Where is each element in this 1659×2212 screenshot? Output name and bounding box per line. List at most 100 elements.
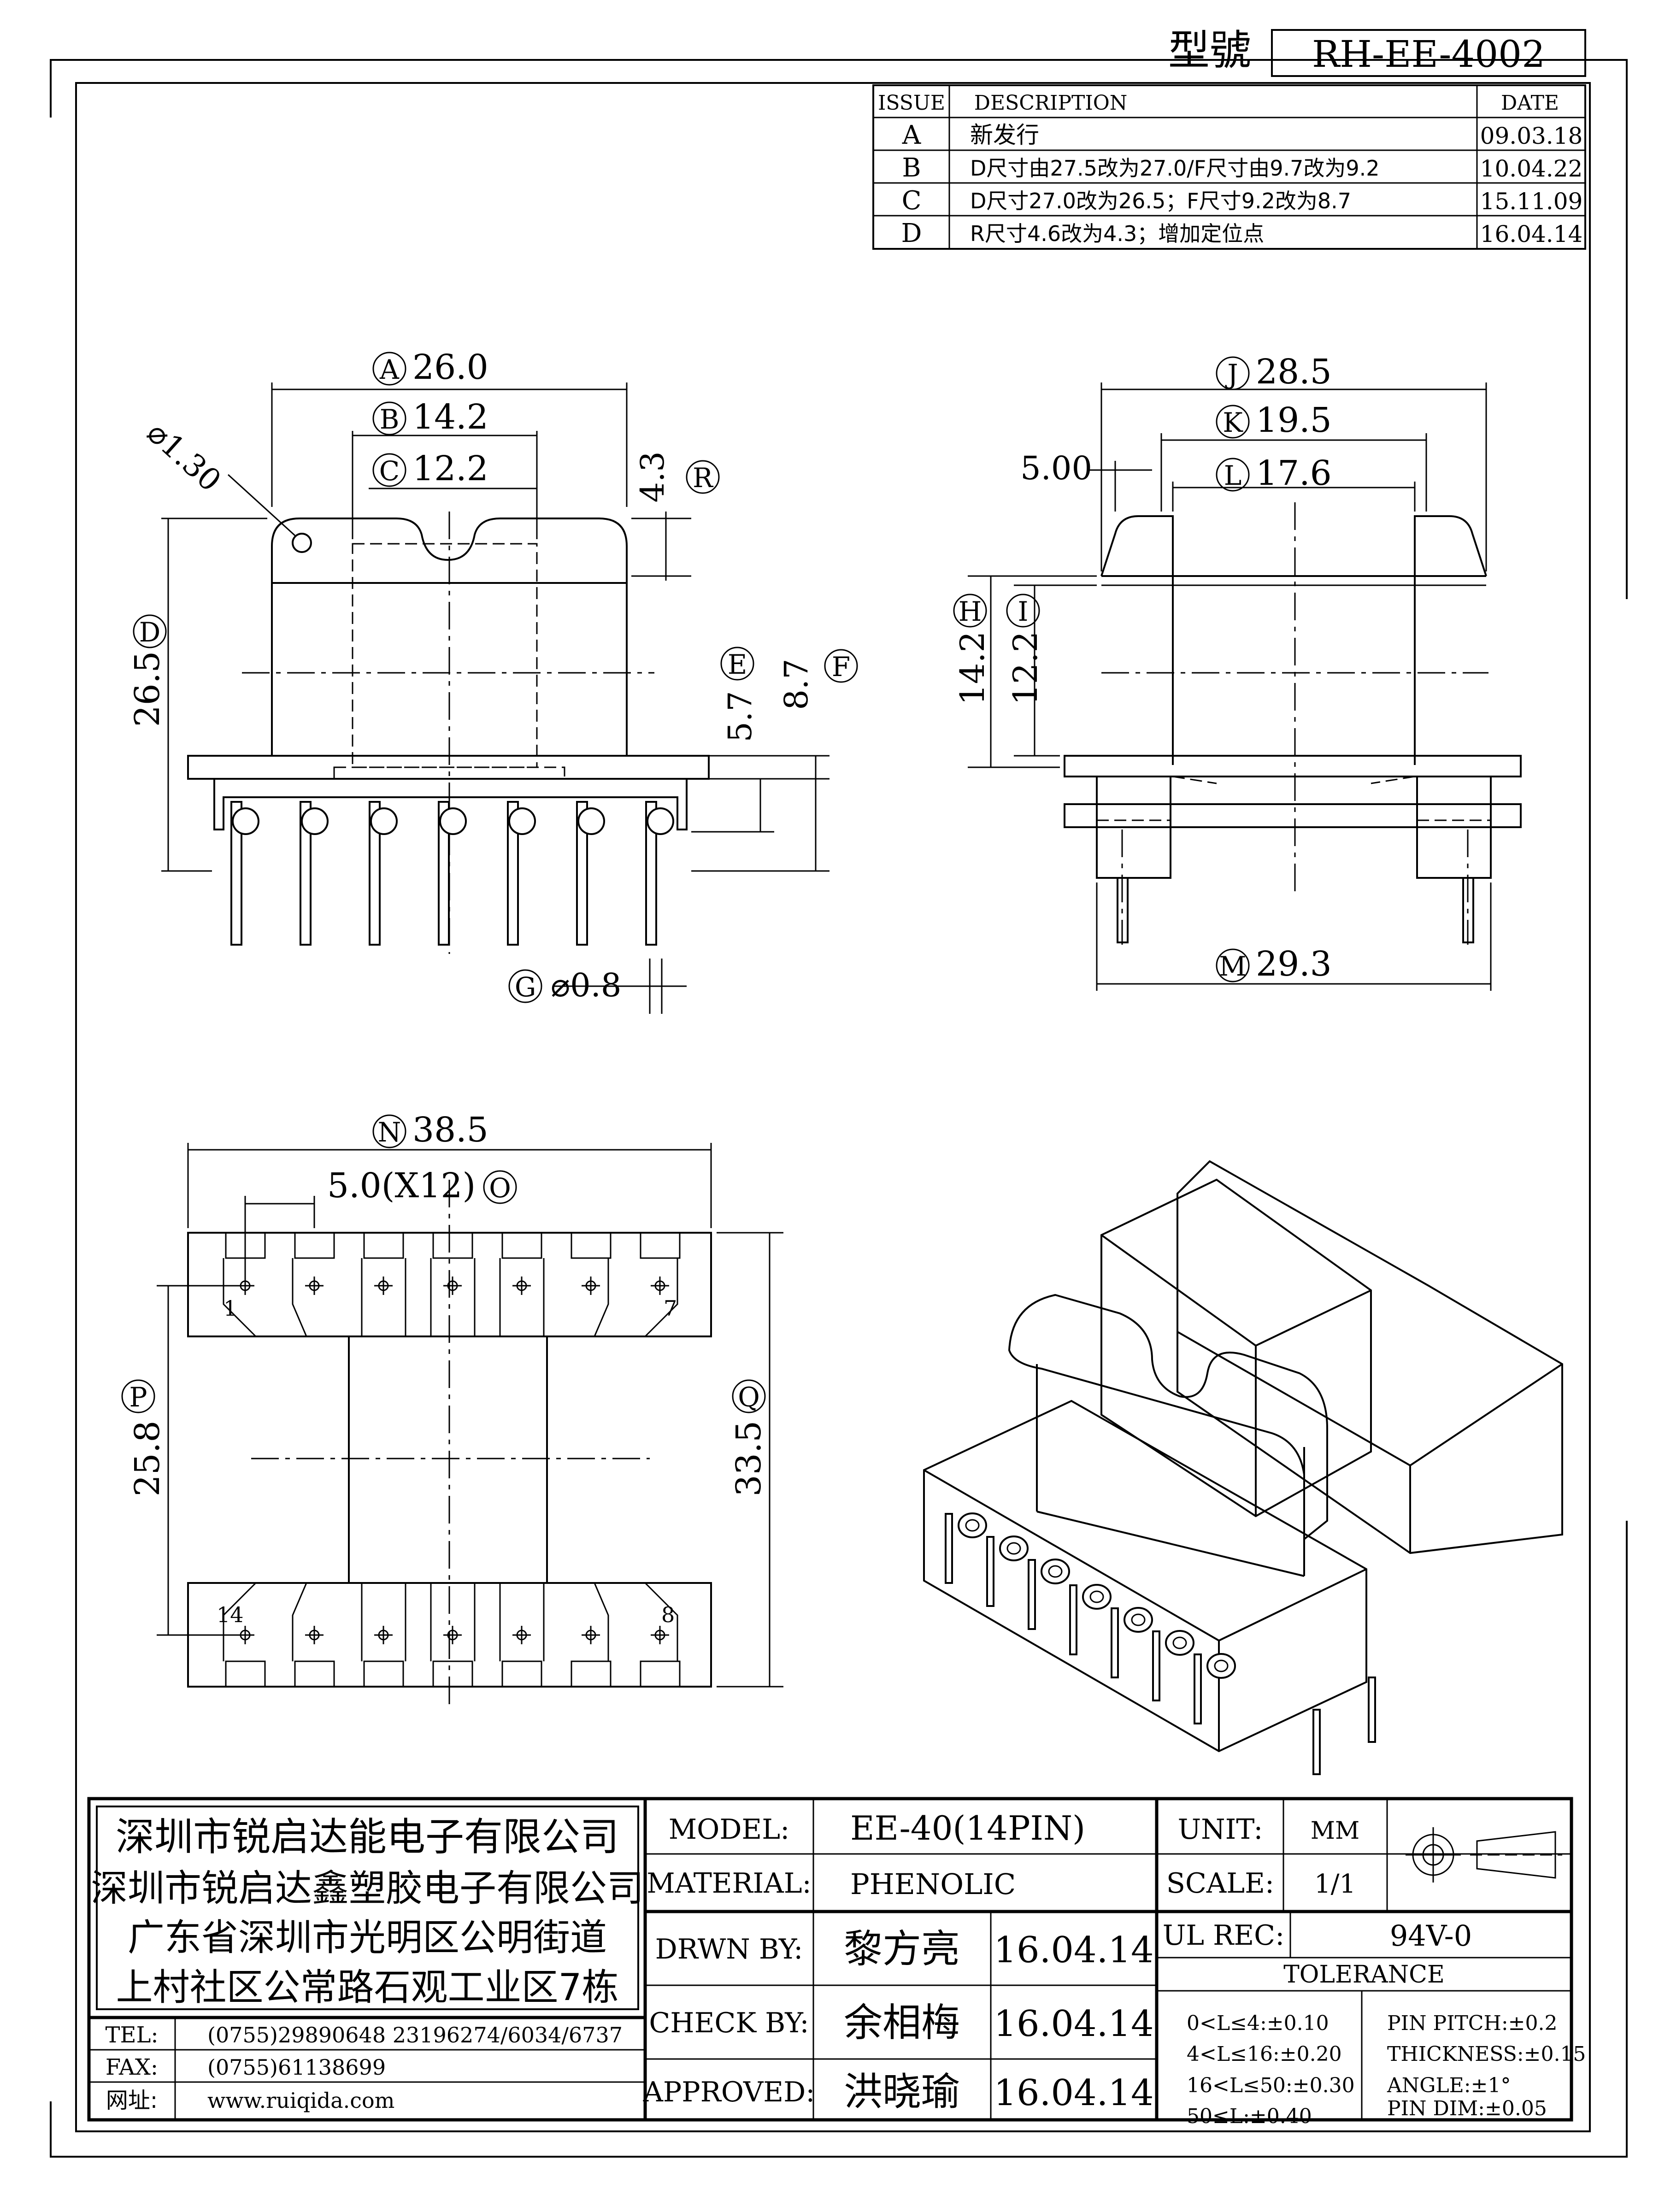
dim-N: N 38.5 (372, 1110, 488, 1150)
dim-I-value: 12.2 (1006, 631, 1045, 705)
dim-L-value: 17.6 (1256, 453, 1332, 493)
fax-value: (0755)61138699 (207, 2055, 386, 2080)
dim-C-value: 12.2 (412, 449, 488, 488)
bottom-pin-marks (236, 1277, 669, 1644)
bottom-pin-slots-bottom (223, 1582, 681, 1687)
dim-G-value: ⌀0.8 (551, 966, 621, 1004)
projection-symbol-icon (1406, 1827, 1562, 1883)
dim-L: L 17.6 (1216, 453, 1332, 493)
tolerance-pin-pitch: PIN PITCH:±0.2 (1387, 2012, 1558, 2035)
contact-info: TEL: (0755)29890648 23196274/6034/6737 F… (105, 2022, 623, 2113)
dim-gap: 5.00 (1020, 449, 1092, 487)
web-value: www.ruiqida.com (207, 2088, 394, 2113)
pin-1-label: 1 (224, 1296, 237, 1321)
bottom-view: 1 7 14 8 N 38.5 5.0(X12) O P 25.8 Q (121, 1110, 783, 1705)
tolerance-linear: 0<L≤4:±0.10 (1187, 2012, 1329, 2035)
rev-description: D尺寸27.0改为26.5；F尺寸9.2改为8.7 (970, 188, 1351, 213)
dim-F: F 8.7 (777, 649, 858, 710)
drawn-date: 16.04.14 (994, 1930, 1153, 1971)
company-line: 广东省深圳市光明区公明街道 (128, 1916, 607, 1959)
dim-Q-letter: Q (738, 1382, 760, 1413)
tel-label: TEL: (105, 2022, 158, 2048)
ul-label: UL REC: (1163, 1919, 1285, 1952)
dim-H-value: 14.2 (953, 631, 992, 705)
dim-B-value: 14.2 (412, 397, 488, 437)
model-value: EE-40(14PIN) (850, 1809, 1085, 1847)
dim-B: B 14.2 (372, 397, 488, 437)
drawn-by-label: DRWN BY: (655, 1933, 803, 1965)
tolerance-linear: 16<L≤50:±0.30 (1187, 2074, 1355, 2097)
dim-A-value: 26.0 (412, 347, 488, 387)
dim-E-letter: E (728, 649, 747, 680)
rev-header-issue: ISSUE (878, 91, 945, 115)
dim-A-letter: A (379, 354, 400, 385)
dim-O-value: 5.0(X12) (327, 1166, 476, 1206)
dim-K-value: 19.5 (1256, 400, 1332, 440)
rev-description: D尺寸由27.5改为27.0/F尺寸由9.7改为9.2 (970, 156, 1380, 181)
rev-header-date: DATE (1501, 91, 1559, 115)
side-view: J 28.5 K 19.5 L 17.6 5.00 H 14.2 I 12.2 (953, 352, 1522, 991)
scale-label: SCALE: (1166, 1867, 1274, 1900)
model-number-label: 型號 (1168, 26, 1251, 75)
dim-B-letter: B (380, 404, 400, 435)
rev-issue: B (902, 153, 921, 183)
dim-J: J 28.5 (1216, 352, 1332, 392)
company-info: 深圳市锐启达能电子有限公司 深圳市锐启达鑫塑胶电子有限公司 广东省深圳市光明区公… (91, 1814, 644, 2009)
dim-R-letter: R (693, 462, 714, 494)
unit-label: UNIT: (1178, 1813, 1263, 1846)
pin-7-label: 7 (664, 1296, 677, 1321)
rev-date: 16.04.14 (1480, 221, 1583, 247)
dim-I: I 12.2 (1006, 594, 1045, 705)
check-by-name: 余相梅 (844, 2000, 960, 2045)
ul-value: 94V-0 (1390, 1919, 1472, 1953)
rev-issue: C (902, 186, 922, 216)
tolerance-label: TOLERANCE (1283, 1961, 1445, 1988)
approved-date: 16.04.14 (994, 2072, 1153, 2114)
iso-pins (945, 1512, 1376, 1775)
company-line: 深圳市锐启达鑫塑胶电子有限公司 (91, 1867, 644, 1910)
dim-R-value: 4.3 (634, 451, 671, 502)
approved-by-name: 洪晓瑜 (844, 2069, 960, 2114)
rev-date: 09.03.18 (1480, 123, 1583, 149)
dim-O: 5.0(X12) O (327, 1166, 517, 1206)
check-date: 16.04.14 (994, 2003, 1153, 2045)
rev-date: 10.04.22 (1480, 155, 1583, 182)
dim-Q-value: 33.5 (729, 1421, 769, 1497)
dim-P-letter: P (129, 1382, 147, 1413)
dim-H: H 14.2 (953, 594, 992, 705)
dim-M: M 29.3 (1216, 944, 1332, 984)
model-number-header: 型號 RH-EE-4002 (1168, 26, 1586, 77)
tolerance-pin-dim: PIN DIM:±0.05 (1387, 2097, 1547, 2120)
dim-J-value: 28.5 (1256, 352, 1332, 392)
dim-D: D 26.5 (128, 614, 167, 727)
dim-E-value: 5.7 (721, 691, 759, 742)
check-by-label: CHECK BY: (649, 2007, 809, 2039)
pin-8-label: 8 (661, 1602, 675, 1627)
dim-F-letter: F (832, 651, 850, 682)
dim-P-value: 25.8 (128, 1421, 167, 1497)
dim-O-letter: O (489, 1172, 511, 1204)
dim-G-letter: G (515, 971, 536, 1003)
dim-C-letter: C (379, 455, 400, 487)
dim-K: K 19.5 (1216, 400, 1332, 440)
unit-value: MM (1311, 1817, 1360, 1845)
revision-table: ISSUE DESCRIPTION DATE A 新发行 09.03.18 B … (872, 84, 1586, 250)
tolerance-angle: ANGLE:±1° (1387, 2074, 1511, 2097)
rev-header-description: DESCRIPTION (974, 91, 1128, 115)
dim-E: E 5.7 (720, 647, 759, 742)
sheet-frame (50, 59, 1628, 2158)
approved-label: APPROVED: (643, 2076, 815, 2108)
dim-M-value: 29.3 (1256, 944, 1332, 984)
dim-R: 4.3 R (634, 451, 720, 503)
dim-hole-value: ⌀1.30 (140, 415, 228, 499)
dim-P: P 25.8 (121, 1379, 167, 1497)
fax-label: FAX: (106, 2054, 158, 2080)
dim-H-letter: H (959, 596, 982, 627)
model-number-value: RH-EE-4002 (1312, 33, 1545, 76)
dim-K-letter: K (1223, 407, 1243, 438)
bottom-pin-slots-top (223, 1233, 681, 1337)
isometric-view (923, 1160, 1563, 1775)
dim-gap-value: 5.00 (1020, 449, 1092, 487)
scale-value: 1/1 (1314, 1869, 1356, 1899)
company-line: 上村社区公常路石观工业区7栋 (116, 1966, 619, 2009)
